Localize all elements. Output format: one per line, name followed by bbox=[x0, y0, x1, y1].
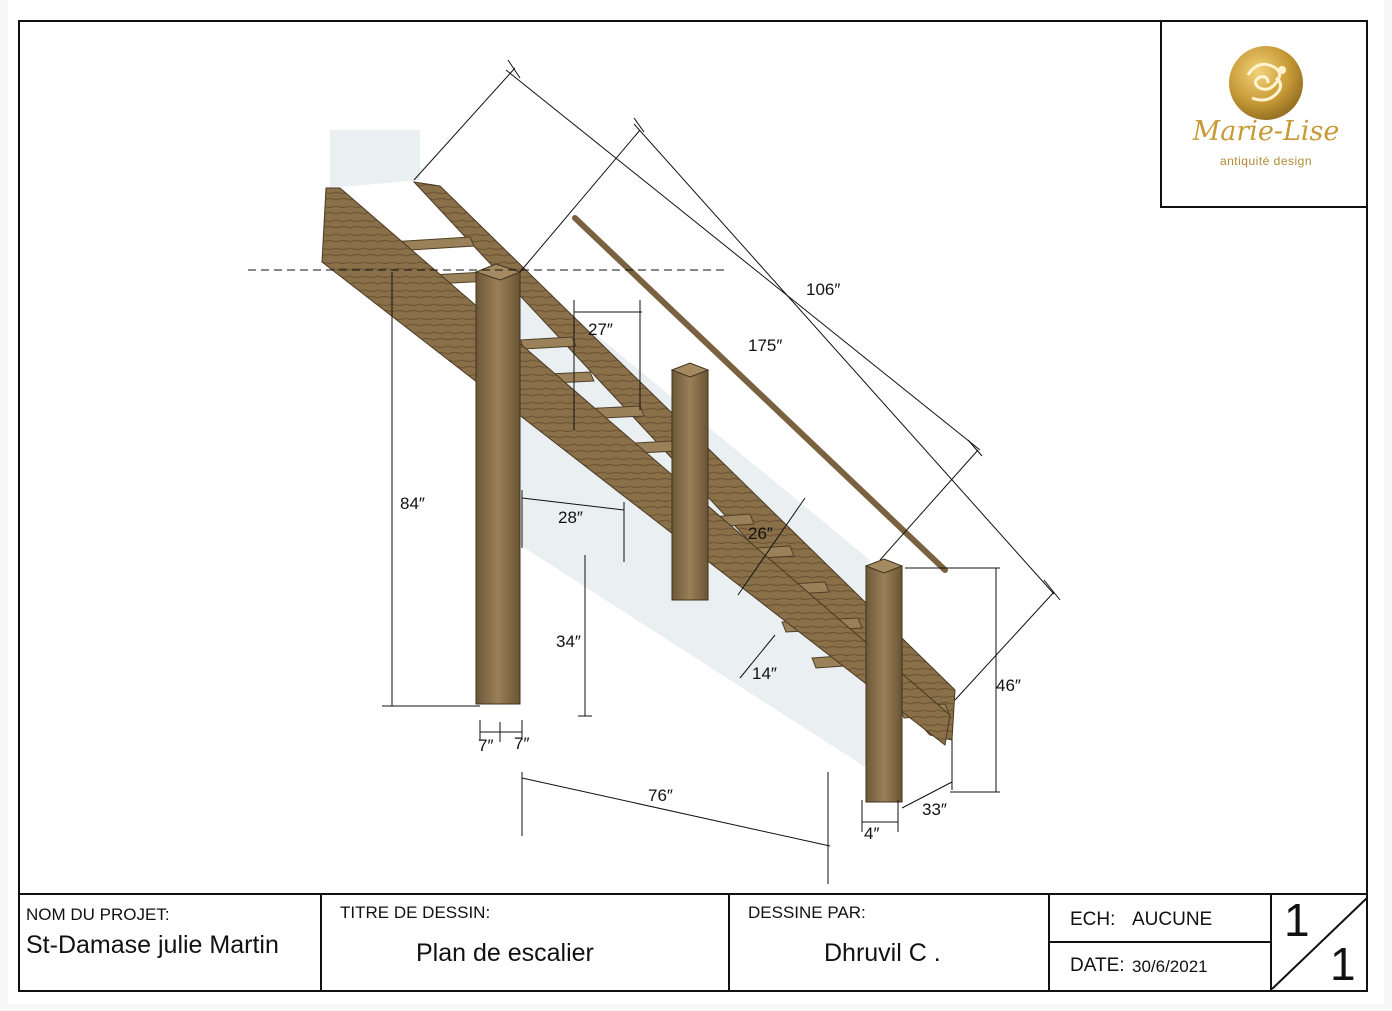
handrail bbox=[572, 215, 948, 573]
sheet-number-cell: 1 1 bbox=[1272, 893, 1368, 992]
sheet-divider bbox=[1272, 896, 1368, 990]
dim-106: 106″ bbox=[806, 280, 841, 299]
dim-34: 34″ bbox=[556, 632, 581, 651]
post-middle bbox=[671, 369, 709, 601]
drawing-title-label: TITRE DE DESSIN: bbox=[340, 903, 491, 922]
dim-76: 76″ bbox=[648, 786, 673, 805]
sheet-number: 1 bbox=[1284, 894, 1310, 946]
dim-33: 33″ bbox=[922, 800, 947, 819]
sheet-total: 1 bbox=[1330, 938, 1356, 990]
front-stringer bbox=[321, 187, 951, 746]
logo-tagline: antiquité design bbox=[1219, 154, 1313, 168]
dim-84: 84″ bbox=[400, 494, 425, 513]
post-right bbox=[865, 565, 903, 803]
drawing-title-cell: TITRE DE DESSIN: Plan de escalier bbox=[322, 893, 730, 992]
logo-box: Marie-Lise antiquité design bbox=[1160, 20, 1368, 208]
dim-7-right: 7″ bbox=[514, 734, 530, 753]
dim-28: 28″ bbox=[558, 508, 583, 527]
drawing-frame bbox=[18, 20, 1368, 992]
newel-posts bbox=[474, 263, 904, 803]
dim-4: 4″ bbox=[864, 824, 880, 843]
dim-14: 14″ bbox=[752, 664, 777, 683]
drawn-by-value: Dhruvil C . bbox=[824, 939, 941, 967]
dim-7-left: 7″ bbox=[478, 736, 494, 755]
dim-27: 27″ bbox=[588, 320, 613, 339]
drawing-title-value: Plan de escalier bbox=[416, 939, 594, 967]
project-value: St-Damase julie Martin bbox=[26, 931, 279, 959]
logo-emblem-icon bbox=[1229, 46, 1303, 120]
title-block bbox=[18, 893, 1368, 992]
date-label: DATE: bbox=[1070, 955, 1125, 976]
project-label: NOM DU PROJET: bbox=[26, 905, 170, 924]
scale-value: AUCUNE bbox=[1132, 909, 1213, 930]
project-cell: NOM DU PROJET: St-Damase julie Martin bbox=[18, 893, 322, 992]
scale-date-cell: ECH: AUCUNE DATE: 30/6/2021 bbox=[1050, 893, 1272, 992]
dimension-lines bbox=[248, 59, 1061, 884]
drawn-by-cell: DESSINE PAR: Dhruvil C . bbox=[730, 893, 1050, 992]
date-value: 30/6/2021 bbox=[1132, 957, 1208, 976]
dim-175: 175″ bbox=[748, 336, 783, 355]
dim-26: 26″ bbox=[748, 524, 773, 543]
dim-46: 46″ bbox=[996, 676, 1021, 695]
post-left bbox=[475, 271, 521, 705]
scale-label: ECH: bbox=[1070, 909, 1116, 930]
logo-name: Marie-Lise bbox=[1192, 116, 1340, 147]
drawn-by-label: DESSINE PAR: bbox=[748, 903, 866, 922]
